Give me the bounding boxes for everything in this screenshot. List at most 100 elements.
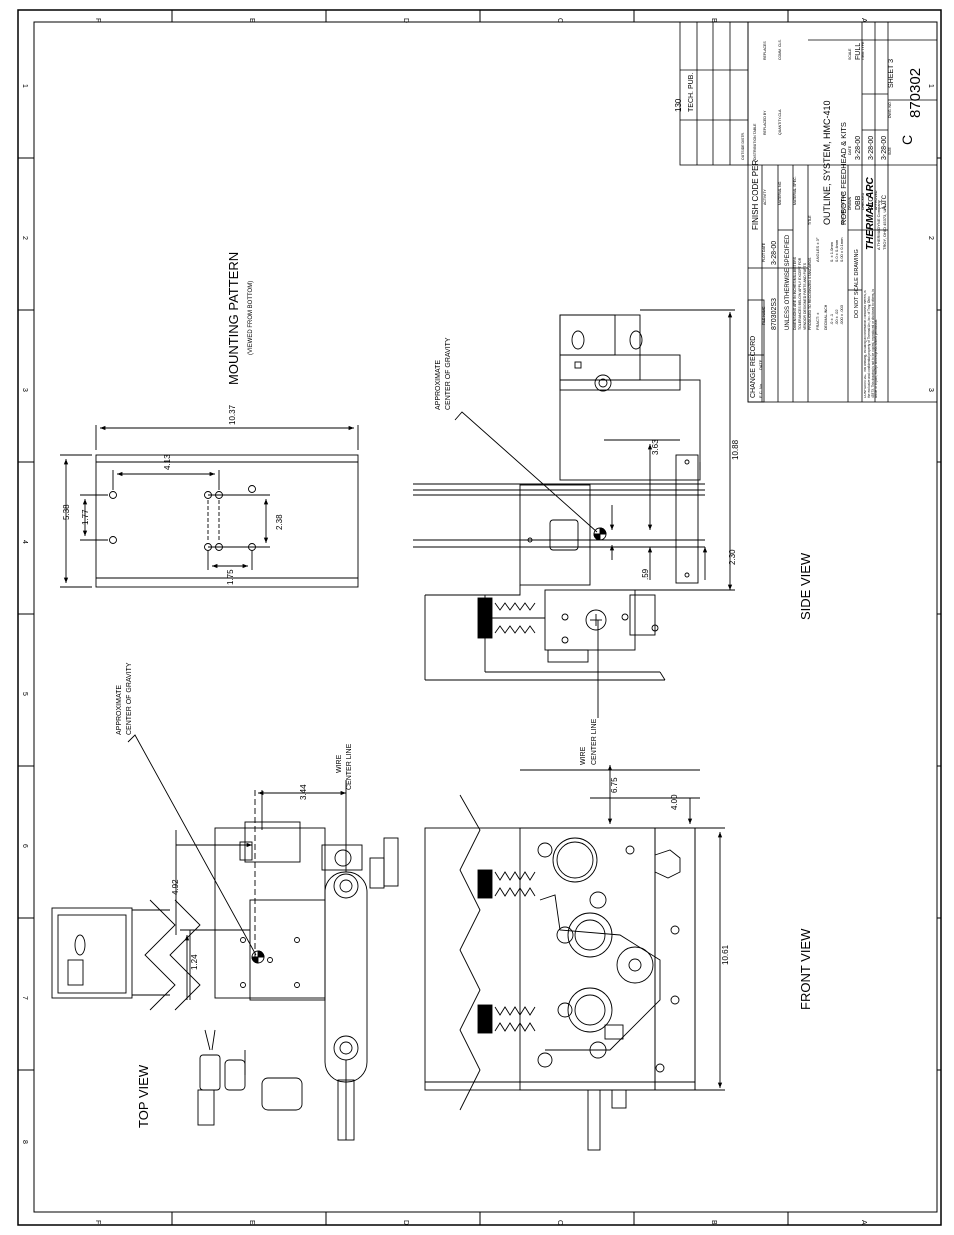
- checked-by: ATC: [868, 197, 875, 210]
- decimal-label: DECIMAL-INCH: [824, 304, 828, 330]
- comm-cls: COMM. CLS.: [778, 39, 782, 60]
- mm-tol: 0. ± 1.0mm: [829, 241, 834, 262]
- descriptive-label: DESCRIPTIVE DATA: [841, 191, 845, 225]
- mm-tol: 0.0 ± 0.4mm: [834, 239, 839, 262]
- dim-1-24: 1.24: [190, 954, 199, 970]
- tech-pub-label: TECH. PUB.: [688, 73, 695, 112]
- zone-letter: E: [248, 1220, 255, 1225]
- front-view-labels: FRONT VIEW 6.75 4.00 10.61: [610, 777, 813, 1010]
- zone-letter: C: [556, 1220, 563, 1225]
- zone-letter: D: [402, 1220, 409, 1225]
- ec-no: E.C. No.: [758, 383, 763, 398]
- cog-note-line1: APPROXIMATE: [435, 360, 442, 410]
- zone-number: 3: [927, 388, 934, 392]
- date-label: DATE: [848, 145, 852, 155]
- tolerance-note: VENDOR DESIGNED PARTS AND PARTS: [803, 262, 807, 330]
- decimal-tol: .0 ± .1: [829, 313, 834, 325]
- fract: FRACT: ±: [815, 312, 820, 330]
- distribution-table: DISTRIBUTION TABLE: [753, 123, 757, 160]
- do-not-scale: DO NOT SCALE DRAWING: [854, 249, 860, 318]
- size: C: [899, 135, 915, 145]
- finish-code: FINISH CODE PER: [751, 160, 760, 230]
- zone-number: 1: [21, 84, 28, 88]
- zone-number: 7: [21, 996, 28, 1000]
- side-view-labels: SIDE VIEW APPROXIMATE CENTER OF GRAVITY …: [435, 337, 813, 765]
- zone-letter: A: [860, 18, 867, 23]
- side-view: [413, 309, 735, 718]
- tolerance-note: DIMENSIONS ARE IN INCHES/MILLIMETERS: [793, 256, 797, 330]
- size-label: SIZE: [888, 147, 892, 155]
- wire-note-top-line1: WIRE: [336, 754, 343, 773]
- mounting-pattern-labels: MOUNTING PATTERN (VIEWED FROM BOTTOM) 10…: [62, 252, 284, 585]
- view-title-front: FRONT VIEW: [798, 928, 813, 1010]
- item-type: ITEM TYPE: [861, 41, 865, 60]
- dim-1-75: 1.75: [226, 569, 235, 585]
- replaced-by: REPLACED BY: [763, 110, 767, 135]
- zone-letter: C: [556, 18, 563, 23]
- dim-5-38: 5.38: [62, 504, 71, 520]
- tolerance-note: TOLERANCES BELOW APPLY EXCEPT FOR: [798, 257, 802, 330]
- checked-date: 3-28-00: [868, 136, 875, 160]
- drawing-subtitle: ROBOTIC FEEDHEAD & KITS: [839, 122, 848, 225]
- plot-date: 3-28-00: [771, 241, 778, 265]
- dim-3-63: 3.63: [651, 439, 660, 455]
- change-record: CHANGE RECORD: [750, 336, 757, 398]
- inner-border: [33, 21, 938, 1213]
- scale-label: SCALE: [848, 48, 852, 60]
- drawn-label: DRAWN: [848, 196, 852, 210]
- tech-pub-number: 130: [674, 98, 683, 112]
- approved-by: AJTC: [882, 194, 888, 210]
- confidential-note: CONFIDENTIAL. This drawing, including al…: [864, 289, 878, 398]
- cog-note-line2: CENTER OF GRAVITY: [445, 337, 452, 410]
- cog-note-top-line2: CENTER OF GRAVITY: [126, 662, 133, 735]
- mm-tol: 0.00 ± 0.1mm: [839, 237, 844, 262]
- view-title-side: SIDE VIEW: [798, 552, 813, 620]
- dim-1-77: 1.77: [81, 509, 90, 525]
- dim-10-88: 10.88: [731, 439, 740, 460]
- title-label: TITLE: [808, 215, 812, 225]
- wire-note-line2: CENTER LINE: [591, 718, 598, 765]
- quantity: QUANTITY-CLA.: [778, 109, 782, 135]
- checked-label: CHECKED: [861, 192, 865, 210]
- material-no: MATERIAL NO.: [778, 181, 782, 205]
- title-block: [679, 21, 938, 403]
- zone-letter: B: [710, 18, 717, 23]
- file-name-label: FILE NAME: [762, 306, 766, 325]
- zone-number: 1: [927, 84, 934, 88]
- view-subtitle-mounting: (VIEWED FROM BOTTOM): [248, 281, 254, 355]
- file-name: 870302S3: [771, 298, 778, 330]
- zone-letter: F: [94, 18, 101, 22]
- view-title-mounting: MOUNTING PATTERN: [226, 252, 241, 385]
- tolerance-note: UNLESS OTHERWISE SPECIFIED: [785, 234, 791, 330]
- decimal-tol: .000 ± .003: [839, 304, 844, 325]
- dwg-no-label: DWG. NO.: [888, 101, 892, 118]
- dim-4-13: 4.13: [163, 454, 172, 470]
- top-view: [51, 734, 399, 1141]
- activity: ACTIVITY: [763, 189, 767, 205]
- zone-number: 2: [927, 236, 934, 240]
- scale: FULL: [855, 43, 862, 60]
- material-spec: MATERIAL SPEC.: [793, 176, 797, 205]
- zone-number: 2: [21, 236, 28, 240]
- zone-letters: F E D C B A F E D C B A 1 2 3 4 5 6 7 8 …: [21, 18, 934, 1225]
- change-date: DATE: [758, 359, 763, 370]
- drawing-title: OUTLINE, SYSTEM, HMC-410: [822, 100, 832, 225]
- company-address: TROY, OHIO 45373, U.S.A.: [882, 201, 887, 250]
- zone-number: 8: [21, 1140, 28, 1144]
- dim-4-92: 4.92: [171, 879, 180, 895]
- dim-3-44: 3.44: [299, 784, 308, 800]
- drawn-by: DBB: [855, 195, 862, 210]
- approved-date: 3-28-00: [881, 136, 888, 160]
- view-title-top: TOP VIEW: [136, 1064, 151, 1128]
- zone-letter: A: [860, 1220, 867, 1225]
- company-logo: THERMAL ARC: [865, 176, 876, 250]
- drawn-date: 3-28-00: [855, 136, 862, 160]
- zone-number: 4: [21, 540, 28, 544]
- title-block-text: 130 TECH. PUB. OUTSIDE DISTR. DISTRIBUTI…: [674, 39, 924, 398]
- zone-ticks: [18, 10, 941, 1225]
- mounting-pattern-view: [60, 425, 359, 588]
- zone-letter: E: [248, 18, 255, 23]
- cog-note-top-line1: APPROXIMATE: [116, 685, 123, 735]
- top-view-labels: TOP VIEW APPROXIMATE CENTER OF GRAVITY W…: [116, 662, 353, 1128]
